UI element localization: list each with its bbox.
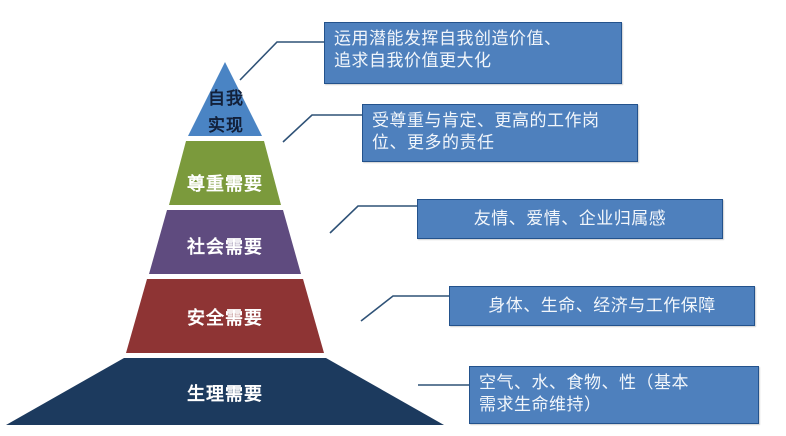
callout-self-actualization-line1: 运用潜能发挥自我创造价值、 [334, 29, 562, 48]
pyramid-shapes [6, 62, 444, 425]
callout-physiological-line1: 空气、水、食物、性（基本 [479, 373, 689, 392]
pyramid-tier-esteem[interactable] [169, 141, 281, 205]
pyramid-tier-safety[interactable] [126, 279, 324, 353]
callout-social[interactable]: 友情、爱情、企业归属感 [417, 199, 723, 239]
callout-safety-line1: 身体、生命、经济与工作保障 [488, 295, 716, 315]
callout-esteem-line1: 受尊重与肯定、更高的工作岗 [372, 111, 600, 130]
callout-esteem[interactable]: 受尊重与肯定、更高的工作岗 位、更多的责任 [362, 104, 638, 162]
callout-social-line1: 友情、爱情、企业归属感 [473, 208, 667, 228]
callout-physiological-line2: 需求生命维持） [479, 394, 602, 414]
pyramid-tier-self-actualization[interactable] [188, 62, 262, 136]
pyramid-tier-physiological[interactable] [6, 358, 444, 425]
callout-self-actualization-line2: 追求自我价值更大化 [334, 50, 492, 70]
callout-self-actualization[interactable]: 运用潜能发挥自我创造价值、 追求自我价值更大化 [324, 22, 622, 84]
pyramid-tier-social[interactable] [149, 210, 301, 274]
callout-safety[interactable]: 身体、生命、经济与工作保障 [449, 286, 755, 326]
callout-esteem-line2: 位、更多的责任 [372, 132, 495, 152]
callout-physiological[interactable]: 空气、水、食物、性（基本 需求生命维持） [469, 366, 759, 424]
